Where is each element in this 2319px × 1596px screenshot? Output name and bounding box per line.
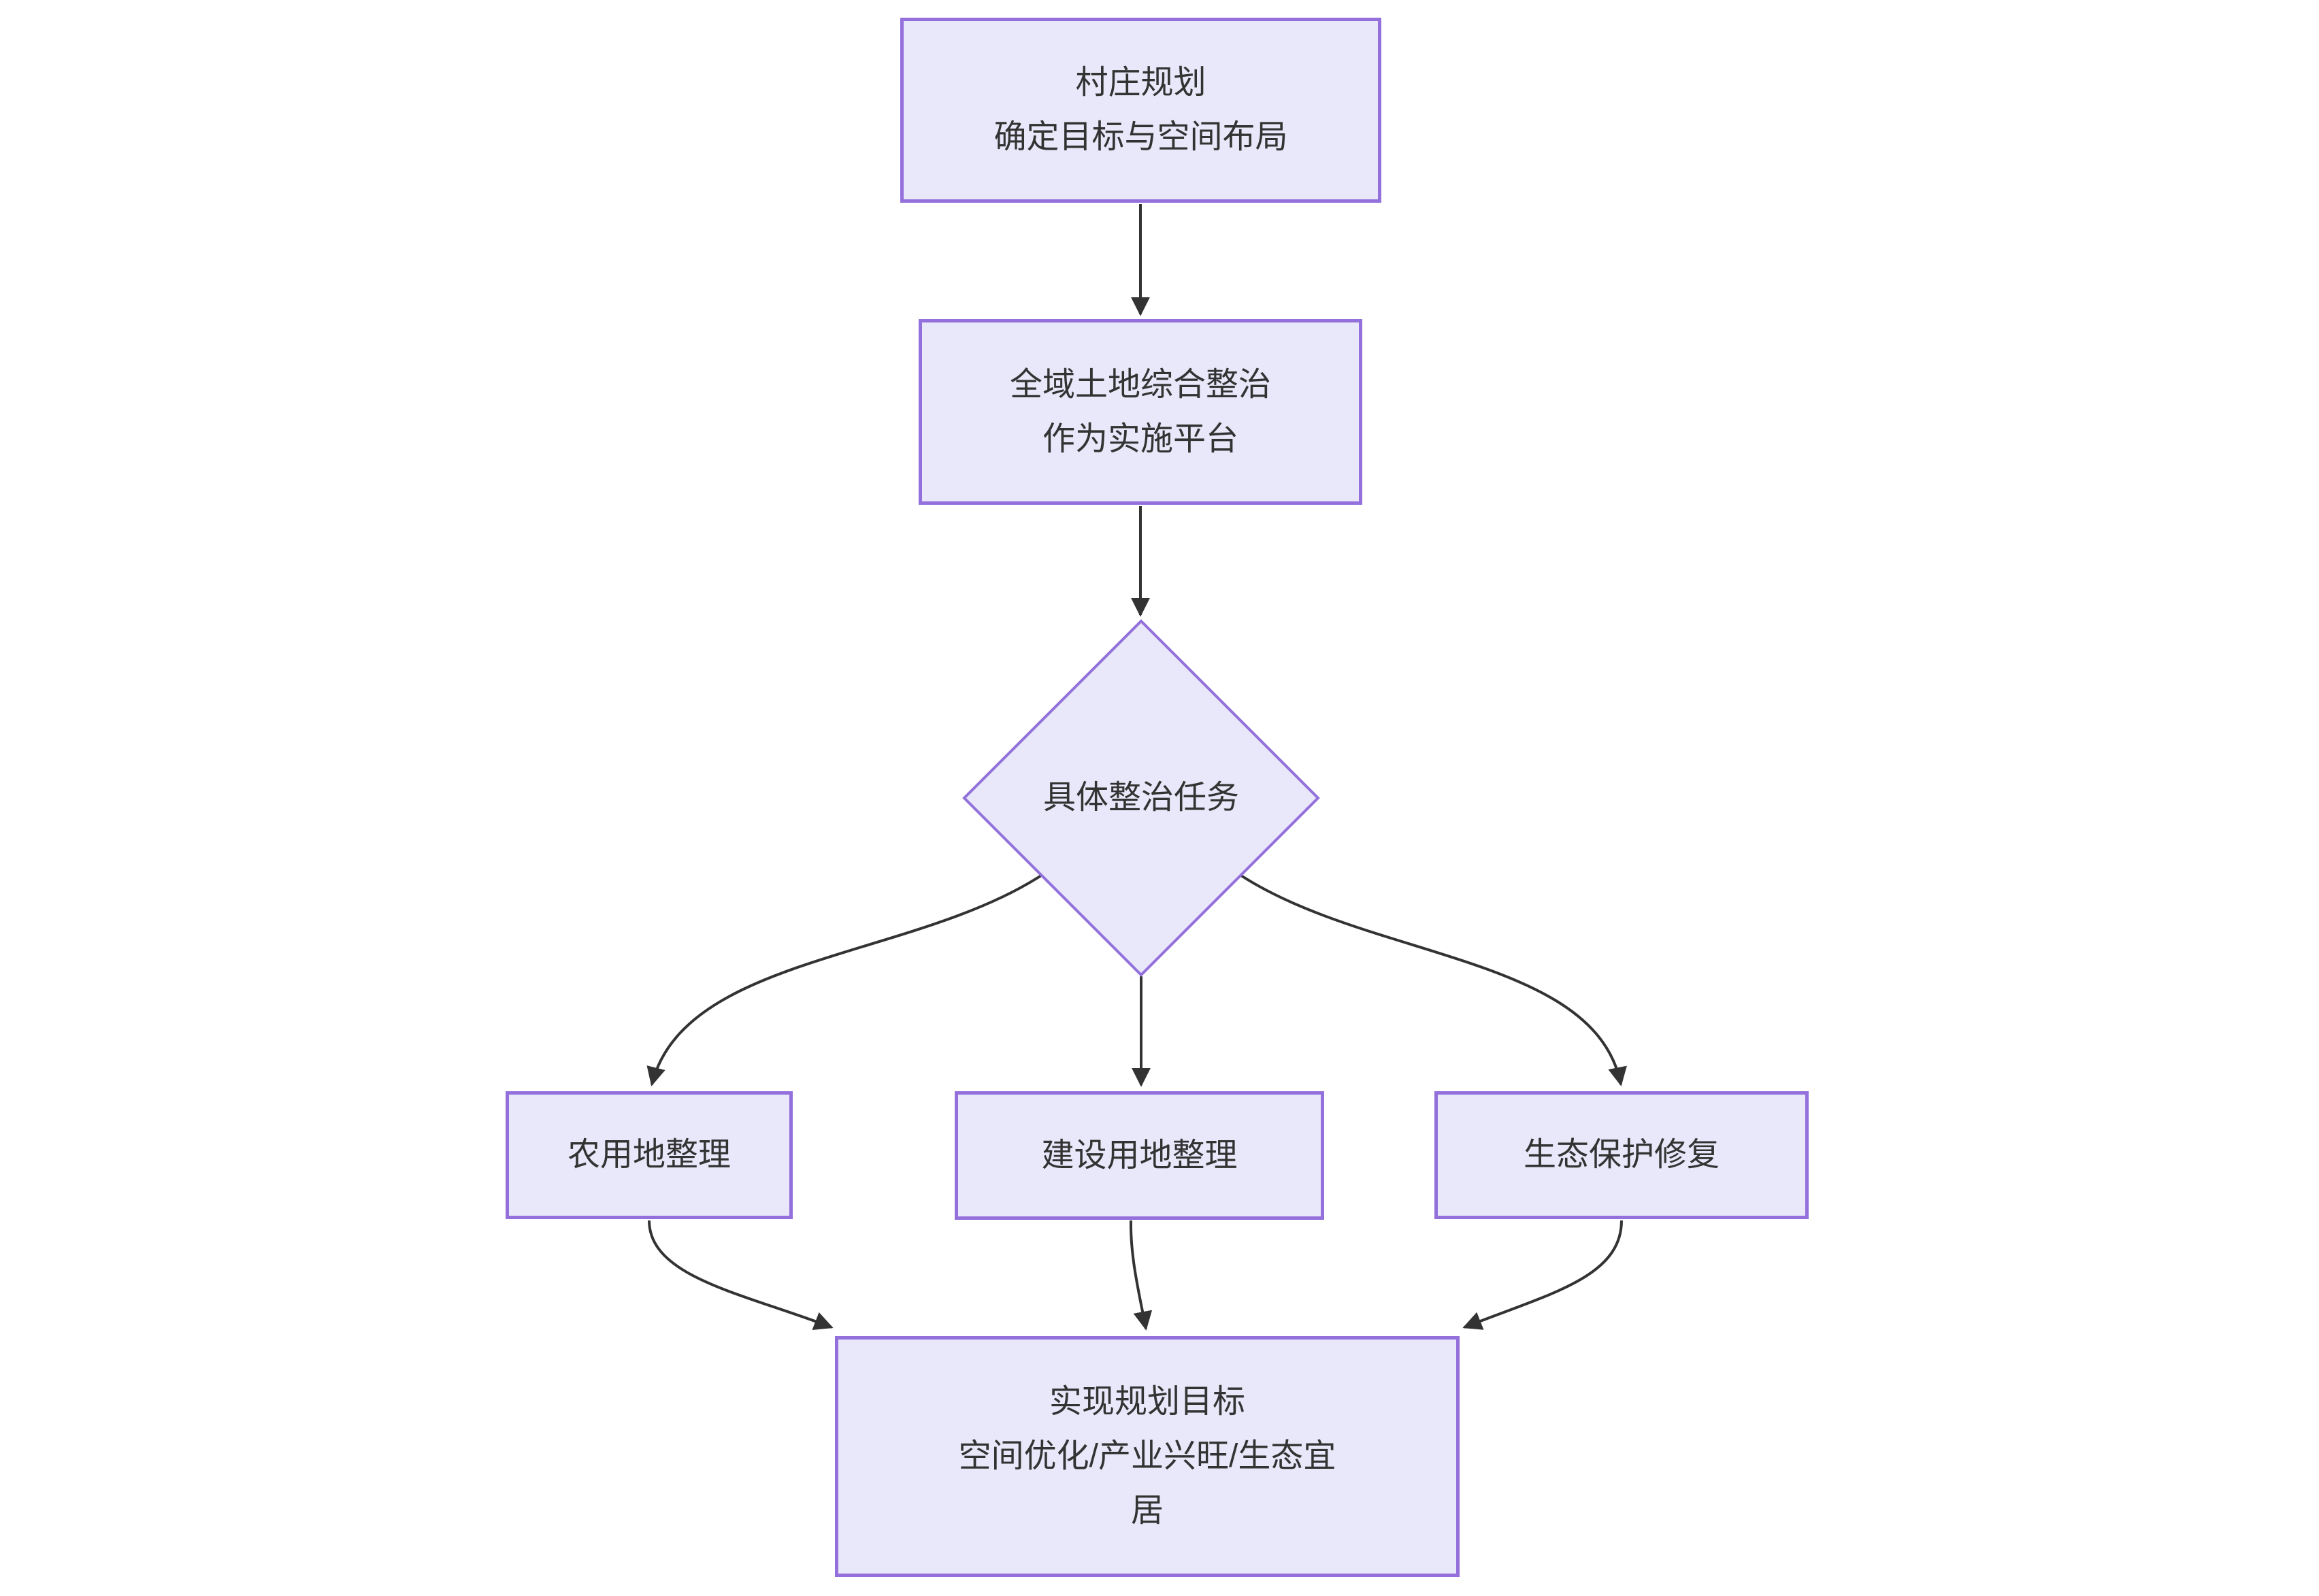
node-label-line: 生态保护修复 <box>1523 1137 1720 1173</box>
node-label-line: 全域土地综合整治 <box>1009 366 1271 403</box>
node-ecological-restoration: 生态保护修复 <box>1434 1091 1809 1219</box>
node-village-planning: 村庄规划 确定目标与空间布局 <box>900 18 1381 203</box>
edge-decision-to-farmland <box>646 874 1042 1086</box>
node-implementation-platform: 全域土地综合整治 作为实施平台 <box>919 319 1362 505</box>
edge-decision-to-ecological <box>1240 874 1627 1086</box>
edge-construction-to-goals <box>1129 1220 1153 1331</box>
node-label-line: 建设用地整理 <box>1041 1137 1238 1174</box>
node-label-line: 农用地整理 <box>567 1137 731 1173</box>
node-decision-tasks-shape <box>962 619 1320 977</box>
node-label-line: 空间优化/产业兴旺/生态宜 <box>958 1438 1336 1474</box>
node-label-line: 确定目标与空间布局 <box>993 119 1288 155</box>
node-label-line: 作为实施平台 <box>1042 420 1238 457</box>
node-label-line: 具体整治任务 <box>1042 780 1239 816</box>
node-planning-goals: 实现规划目标 空间优化/产业兴旺/生态宜 居 <box>835 1336 1460 1577</box>
node-label-line: 实现规划目标 <box>1049 1384 1245 1420</box>
node-label-line: 居 <box>1130 1493 1164 1529</box>
edge-ecological-to-goals <box>1462 1220 1623 1330</box>
node-farmland-consolidation: 农用地整理 <box>506 1091 793 1219</box>
node-decision-tasks-label: 具体整治任务 <box>985 689 1298 907</box>
edge-farmland-to-goals <box>648 1220 834 1330</box>
node-label-line: 村庄规划 <box>1075 65 1206 101</box>
node-construction-land-consolidation: 建设用地整理 <box>955 1091 1324 1220</box>
